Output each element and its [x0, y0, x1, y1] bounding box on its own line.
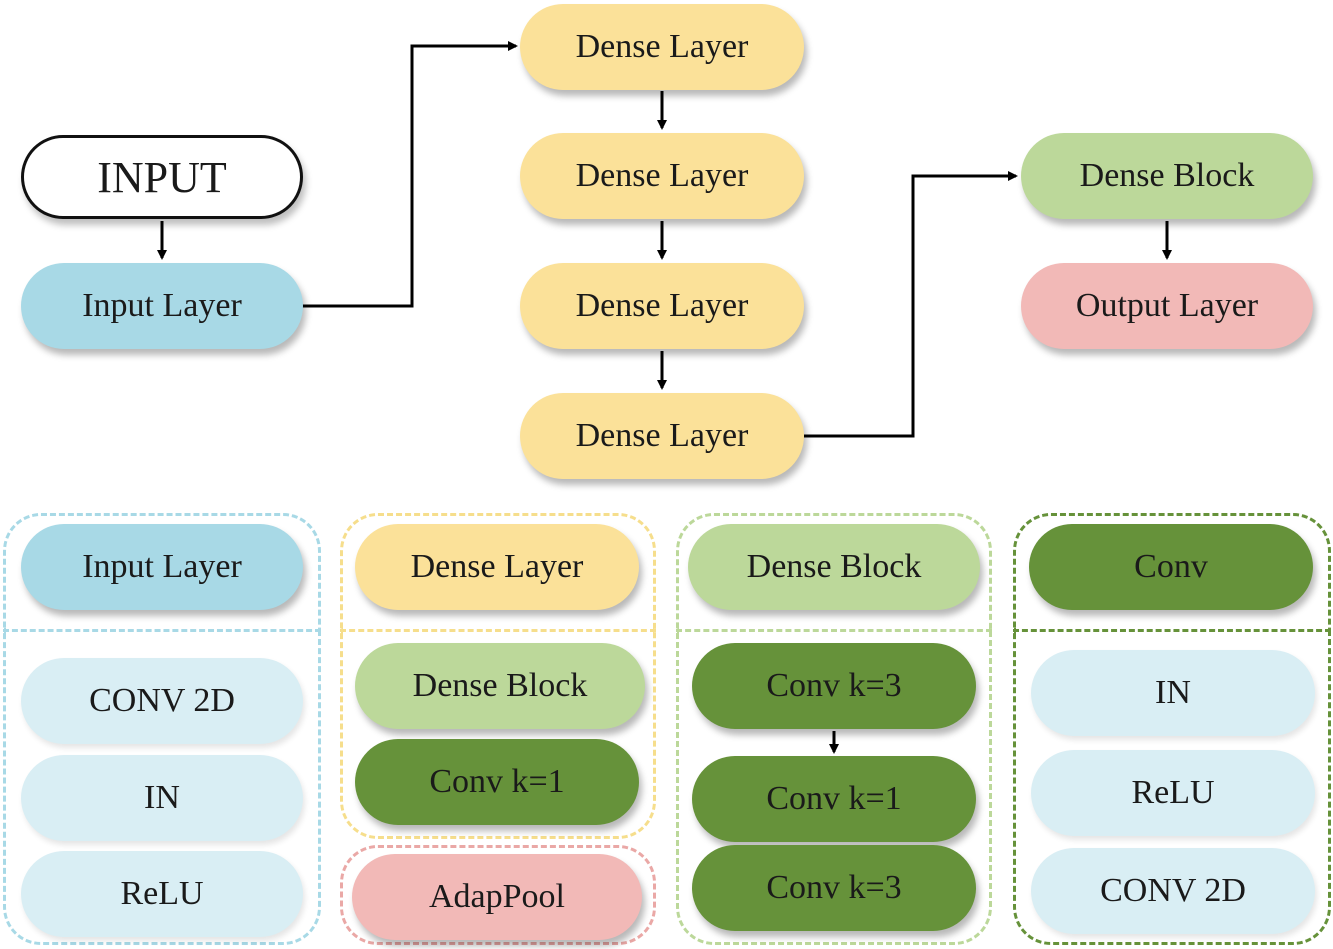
legend-dense-layer-item-1: Dense Block — [355, 643, 645, 729]
conv-panel-body — [1013, 629, 1331, 945]
legend-dense-block-item-3: Conv k=3 — [692, 845, 976, 931]
dense-layer-panel-body — [340, 629, 656, 839]
input-layer-node: Input Layer — [21, 263, 303, 349]
legend-dense-block-item-1: Conv k=3 — [692, 643, 976, 729]
legend-input-layer-item-3: ReLU — [21, 851, 303, 937]
legend-conv-item-1: IN — [1031, 650, 1315, 736]
input-start-node: INPUT — [21, 135, 303, 219]
legend-input-layer-item-2: IN — [21, 755, 303, 841]
output-layer-node: Output Layer — [1021, 263, 1313, 349]
input-layer-panel-body — [3, 629, 321, 945]
legend-conv-header: Conv — [1029, 524, 1313, 610]
legend-conv-item-2: ReLU — [1031, 750, 1315, 836]
legend-dense-layer-header: Dense Layer — [355, 524, 639, 610]
legend-adappool-node: AdapPool — [352, 854, 642, 940]
dense-block-node: Dense Block — [1021, 133, 1313, 219]
dense-block-panel-body — [676, 629, 992, 945]
legend-dense-block-item-2: Conv k=1 — [692, 756, 976, 842]
dense-layer-node-4: Dense Layer — [520, 393, 804, 479]
dense-layer-node-1: Dense Layer — [520, 4, 804, 90]
arrow-inputlayer-to-dense1 — [302, 41, 518, 308]
legend-dense-block-header: Dense Block — [688, 524, 980, 610]
dense-layer-node-2: Dense Layer — [520, 133, 804, 219]
arrow-dense4-to-denseblock — [804, 171, 1018, 438]
legend-conv-item-3: CONV 2D — [1031, 848, 1315, 934]
conv-panel-head — [1013, 513, 1331, 631]
legend-input-layer-item-1: CONV 2D — [21, 658, 303, 744]
dense-layer-node-3: Dense Layer — [520, 263, 804, 349]
legend-dense-layer-item-2: Conv k=1 — [355, 739, 639, 825]
dense-layer-panel-head — [340, 513, 656, 631]
input-layer-panel-head — [3, 513, 321, 631]
dense-block-panel-head — [676, 513, 992, 631]
legend-input-layer-header: Input Layer — [21, 524, 303, 610]
adappool-panel — [340, 845, 656, 945]
